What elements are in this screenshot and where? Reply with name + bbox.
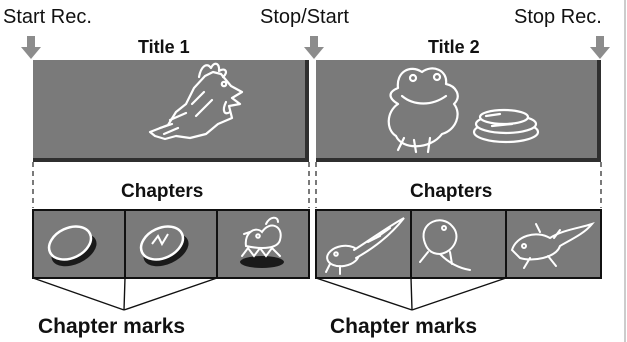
title-1-label: Title 1 xyxy=(138,37,190,57)
stop-arrow-icon xyxy=(590,36,610,59)
rooster-icon xyxy=(148,62,244,141)
chapter-mark-lines-1 xyxy=(32,277,218,311)
title-1-panel xyxy=(33,60,309,162)
chapter-mark-lines-2 xyxy=(315,277,507,311)
stop-rec-label: Stop Rec. xyxy=(514,6,602,28)
lizard-frog-icon xyxy=(510,221,595,269)
stop-start-label: Stop/Start xyxy=(260,6,349,28)
start-rec-label: Start Rec. xyxy=(3,6,92,28)
chapters-label-1: Chapters xyxy=(121,181,204,202)
start-arrow-icon xyxy=(21,36,41,59)
dashed-guides xyxy=(32,162,602,208)
tadpole-icon xyxy=(325,217,405,275)
title-2-panel xyxy=(316,60,601,162)
cracked-egg-icon xyxy=(139,225,189,267)
title-2-label: Title 2 xyxy=(428,37,480,57)
egg-icon xyxy=(47,225,97,267)
chapter-marks-label-1: Chapter marks xyxy=(38,315,186,338)
chapter-marks-label-2: Chapter marks xyxy=(330,315,478,338)
stop-start-arrow-icon xyxy=(304,36,324,59)
frog-on-lily-pad-icon xyxy=(387,67,540,154)
froglet-icon xyxy=(419,219,471,271)
hatching-chick-icon xyxy=(240,216,284,268)
chapters-label-2: Chapters xyxy=(410,181,493,202)
